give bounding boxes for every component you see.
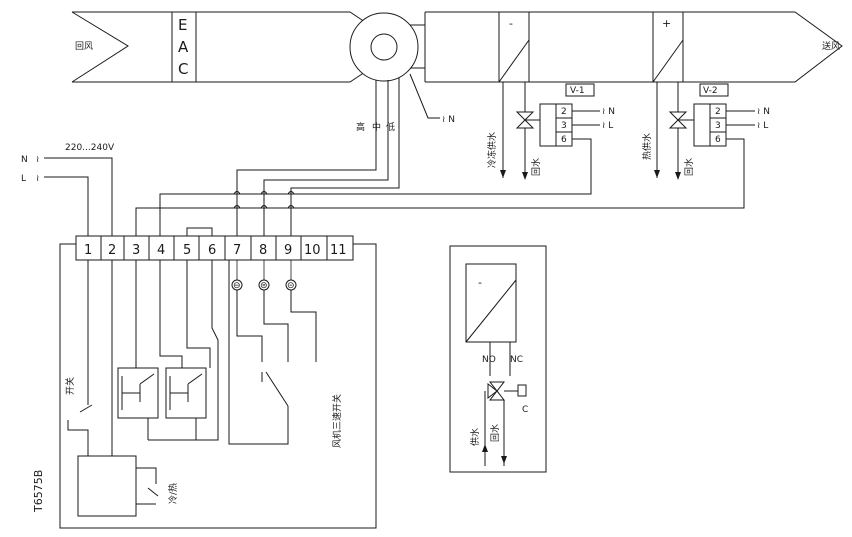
legend-return-label: 回水: [489, 424, 501, 442]
power-wires: [44, 157, 113, 240]
legend-c-label: C: [522, 405, 528, 415]
valve-v1-tag: V-1: [570, 86, 585, 96]
return-air-label: 回风: [75, 41, 93, 52]
terminal-10: 10: [304, 243, 321, 258]
speed-indicators: [231, 260, 297, 291]
speed-mark-3: ⊝: [287, 281, 295, 291]
eac-letter-e: E: [178, 16, 187, 34]
valve-v2-supply-label: 热供水: [641, 133, 653, 160]
valve-v2-wire-l: ≀ L: [757, 121, 768, 131]
fan-icon: [349, 12, 419, 82]
valve-v2-return-label: 回水: [683, 158, 695, 176]
terminal-2: 2: [108, 243, 116, 258]
terminal-6: 6: [208, 243, 216, 258]
heating-coil-icon: +: [652, 11, 684, 83]
valve-v1-terminal-6: 6: [561, 135, 567, 145]
speed-mark-2: ⊜: [260, 281, 268, 291]
fan-speed-mid: 中: [372, 121, 381, 133]
valve-v1-return-label: 回水: [530, 158, 542, 176]
valve-v1: [159, 82, 600, 240]
speed-mark-1: ⊖: [233, 281, 241, 291]
terminal-4: 4: [157, 243, 165, 258]
thermostat-model: T6575B: [32, 470, 45, 513]
legend-sign: -: [478, 276, 482, 289]
valve-legend: [449, 245, 547, 473]
terminal-5: 5: [183, 243, 191, 258]
valve-v2-terminal-2: 2: [715, 107, 721, 117]
cooling-coil-sign: -: [509, 17, 513, 30]
power-n-wave: ≀: [36, 155, 39, 165]
eac-filter: E A C: [171, 12, 197, 82]
legend-no-label: NO: [482, 355, 496, 365]
cooling-coil-icon: -: [498, 11, 530, 83]
heating-coil-sign: +: [662, 17, 671, 30]
coolheat-label: 冷/热: [167, 483, 179, 504]
valve-v2-tag: V-2: [703, 86, 718, 96]
valve-v1-terminal-2: 2: [561, 107, 567, 117]
terminal-strip: [75, 227, 354, 261]
power-l-wave: ≀: [36, 174, 39, 184]
legend-nc-label: NC: [510, 355, 523, 365]
valve-v1-terminal-3: 3: [561, 121, 567, 131]
wire-crossing-marks: [233, 191, 295, 209]
terminal-3: 3: [132, 243, 140, 258]
supply-air-label: 送风: [822, 40, 840, 52]
power-n-label: N: [21, 155, 28, 165]
fan-neutral-label: ≀ N: [442, 115, 455, 125]
thermostat-internal-wiring: [67, 260, 317, 517]
valve-v1-supply-label: 冷冻供水: [486, 132, 498, 168]
valve-v2-wire-n: ≀ N: [757, 107, 770, 117]
valve-v2: [135, 82, 755, 240]
fan-speed-wires: [375, 73, 440, 148]
valve-v2-terminal-6: 6: [715, 135, 721, 145]
fan-speed-high: 高: [356, 121, 365, 133]
legend-supply-label: 供水: [469, 428, 481, 446]
terminal-9: 9: [284, 243, 292, 258]
valve-v1-wire-n: ≀ N: [602, 107, 615, 117]
eac-letter-a: A: [178, 38, 189, 56]
terminal-8: 8: [259, 243, 267, 258]
switch-label: 开关: [64, 377, 76, 395]
power-l-label: L: [21, 174, 26, 184]
valve-v1-wire-l: ≀ L: [602, 121, 613, 131]
eac-letter-c: C: [178, 60, 188, 78]
terminal-11: 11: [330, 243, 347, 258]
terminal-7: 7: [233, 243, 241, 258]
fan-speed-low: 低: [386, 121, 395, 133]
power-voltage-label: 220...240V: [65, 143, 115, 153]
valve-v2-terminal-3: 3: [715, 121, 721, 131]
terminal-1: 1: [84, 243, 92, 258]
fan-switch-label: 风机三速开关: [331, 394, 343, 448]
